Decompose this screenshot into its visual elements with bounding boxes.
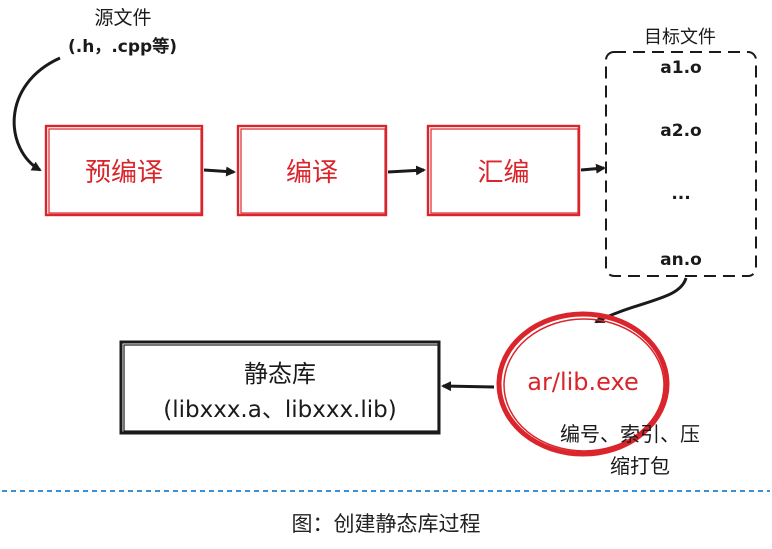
arrow-compile-to-assemble xyxy=(387,165,426,176)
tool-ellipse xyxy=(496,311,670,457)
stage-precompile-label: 预编译 xyxy=(84,158,163,188)
source-files-extensions: (.h，.cpp等) xyxy=(68,37,177,57)
tool-description-line1: 编号、索引、压 xyxy=(560,422,700,446)
source-arrow xyxy=(12,56,61,172)
tool-label: ar/lib.exe xyxy=(527,368,639,396)
target-files-box xyxy=(605,51,757,277)
target-file-item: a1.o xyxy=(660,58,702,78)
arrow-assemble-to-targets xyxy=(580,163,606,174)
tool-description-line2: 缩打包 xyxy=(610,454,670,478)
stage-compile-label: 编译 xyxy=(285,158,338,188)
target-file-item: a2.o xyxy=(660,121,702,141)
target-file-item: ... xyxy=(671,184,691,204)
library-title: 静态库 xyxy=(244,360,316,388)
stage-box-assemble xyxy=(426,124,581,217)
library-files: (libxxx.a、libxxx.lib) xyxy=(163,397,397,423)
stage-box-precompile xyxy=(44,124,204,217)
source-files-label: 源文件 xyxy=(94,7,152,29)
figure-caption: 图：创建静态库过程 xyxy=(291,512,481,536)
target-file-item: an.o xyxy=(660,250,702,270)
stage-assemble-label: 汇编 xyxy=(477,158,530,188)
target-files-label: 目标文件 xyxy=(644,27,716,48)
library-box xyxy=(119,340,441,435)
stage-box-compile xyxy=(236,124,388,217)
arrow-tool-to-library xyxy=(441,381,495,392)
arrow-precompile-to-compile xyxy=(203,166,236,177)
